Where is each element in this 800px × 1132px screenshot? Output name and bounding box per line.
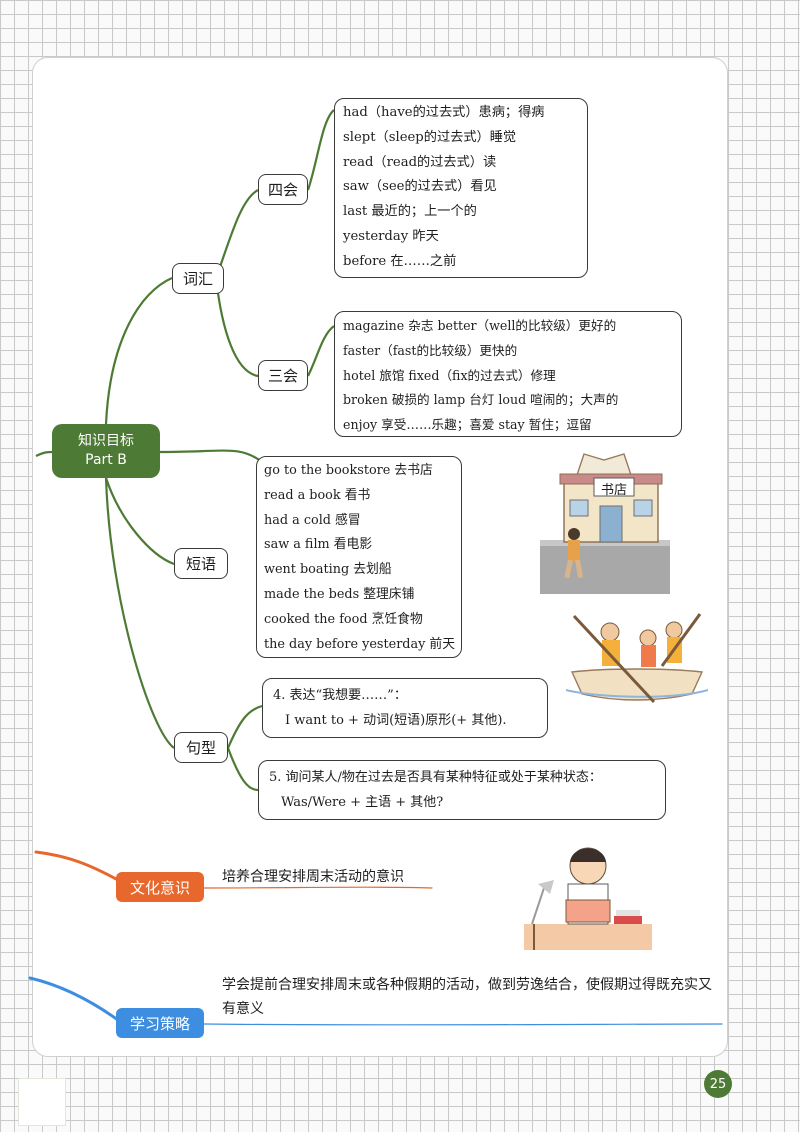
list-item: read a book 看书 <box>264 487 371 503</box>
pattern-formula: I want to + 动词(短语)原形(+ 其他). <box>285 713 507 728</box>
root-subtitle: Part B <box>85 452 127 468</box>
page-number: 25 <box>704 1070 732 1098</box>
phrases-list: go to the bookstore 去书店 read a book 看书 h… <box>256 456 462 658</box>
list-item: last 最近的；上一个的 <box>343 204 477 220</box>
list-item: magazine 杂志 better（well的比较级）更好的 <box>343 318 617 333</box>
list-item: enjoy 享受……乐趣；喜爱 stay 暂住；逗留 <box>343 417 592 433</box>
list-item: before 在……之前 <box>343 253 457 269</box>
branch-four-skills: 四会 <box>258 174 308 205</box>
list-item: saw a film 看电影 <box>264 537 373 553</box>
list-item: slept（sleep的过去式）睡觉 <box>343 129 517 145</box>
branch-sentences: 句型 <box>174 732 228 763</box>
root-title: 知识目标 <box>78 433 134 449</box>
pattern-formula: Was/Were + 主语 + 其他? <box>281 795 444 810</box>
culture-label: 文化意识 <box>116 872 204 902</box>
culture-text: 培养合理安排周末活动的意识 <box>222 869 404 885</box>
list-item: the day before yesterday 前天 <box>264 636 456 652</box>
list-item: read（read的过去式）读 <box>343 154 497 170</box>
strategy-label: 学习策略 <box>116 1008 204 1038</box>
list-item: faster（fast的比较级）更快的 <box>343 342 518 358</box>
list-item: hotel 旅馆 fixed（fix的过去式）修理 <box>343 367 556 383</box>
list-item: saw（see的过去式）看见 <box>343 179 497 195</box>
bookstore-illustration <box>540 453 670 594</box>
list-item: yesterday 昨天 <box>343 228 439 244</box>
list-item: cooked the food 烹饪食物 <box>264 611 423 627</box>
strategy-text: 学会提前合理安排周末或各种假期的活动，做到劳逸结合，使假期过得既充实又有意义 <box>222 977 712 1017</box>
bookstore-sign: 书店 <box>600 483 627 498</box>
publisher-stamp <box>18 1078 66 1126</box>
branch-vocabulary: 词汇 <box>172 263 224 294</box>
mindmap-root: 知识目标 Part B <box>52 424 160 478</box>
boating-illustration <box>566 613 708 704</box>
pattern-title: 5. 询问某人/物在过去是否具有某种特征或处于某种状态： <box>269 770 602 785</box>
list-item: broken 破损的 lamp 台灯 loud 喧闹的；大声的 <box>343 392 619 408</box>
pattern-title: 4. 表达“我想要……”： <box>273 688 407 703</box>
sentence-pattern-5: 5. 询问某人/物在过去是否具有某种特征或处于某种状态： Was/Were + … <box>258 760 666 820</box>
list-item: had（have的过去式）患病；得病 <box>343 105 545 120</box>
sentence-pattern-4: 4. 表达“我想要……”： I want to + 动词(短语)原形(+ 其他)… <box>262 678 548 738</box>
boy-reading-illustration <box>524 847 652 950</box>
branch-phrases: 短语 <box>174 548 228 579</box>
list-item: made the beds 整理床铺 <box>264 586 415 602</box>
three-skills-list: magazine 杂志 better（well的比较级）更好的 faster（f… <box>334 311 682 437</box>
list-item: go to the bookstore 去书店 <box>264 463 433 478</box>
list-item: went boating 去划船 <box>264 562 392 578</box>
list-item: had a cold 感冒 <box>264 512 361 528</box>
four-skills-list: had（have的过去式）患病；得病 slept（sleep的过去式）睡觉 re… <box>334 98 588 278</box>
branch-three-skills: 三会 <box>258 360 308 391</box>
